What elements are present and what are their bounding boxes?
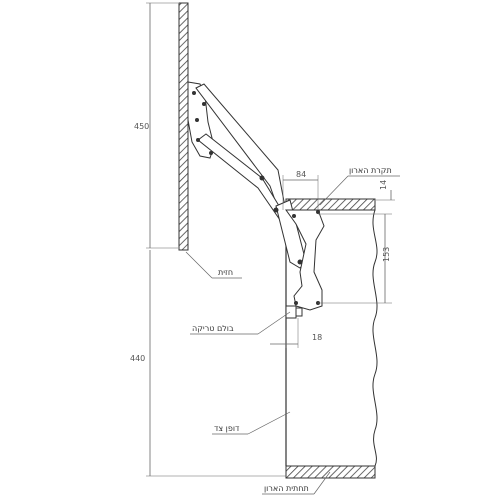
label-front: חזית [218,268,233,277]
dimension-440: 440 [130,250,286,477]
dimension-84-label: 84 [296,170,306,179]
dimension-84: 84 [282,170,319,210]
front-panel [178,2,189,251]
dimension-14: 14 [376,180,395,201]
dimension-18: 18 [270,318,322,348]
callout-cabinet-bottom: תחתית הארון [262,471,331,495]
dimension-450: 450 [134,2,178,249]
label-damper: בולם טריקה [192,324,234,333]
dimension-440-label: 440 [130,354,145,363]
cabinet-top [285,198,376,211]
callout-cabinet-top: תקרת הארון [319,166,400,206]
lift-arm-mechanism [187,81,325,319]
callout-front: חזית [185,251,242,279]
dimension-153-label: 153 [382,247,391,262]
label-cabinet-bottom: תחתית הארון [264,484,309,493]
label-cabinet-top: תקרת הארון [349,166,392,175]
pivot-points [192,91,320,305]
dimension-14-label: 14 [379,180,388,190]
label-side-wall: דופן צד [214,424,240,433]
cabinet-bottom [285,465,376,479]
dimension-450-label: 450 [134,122,149,131]
dimension-153: 153 [318,213,392,304]
callout-damper: בולם טריקה [190,311,291,335]
dimension-18-label: 18 [312,333,322,342]
callout-side-wall: דופן צד [212,411,291,435]
break-line [372,209,378,467]
